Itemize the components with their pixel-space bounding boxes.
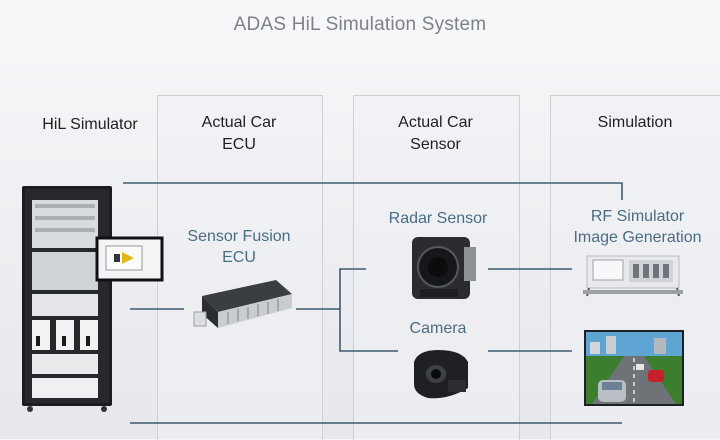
column-box-ecu	[157, 95, 323, 440]
ecu-unit-icon	[193, 280, 292, 328]
wire-top	[123, 182, 623, 200]
label-rf-simulator: RF Simulator Image Generation	[573, 208, 702, 246]
camera-icon	[414, 350, 468, 399]
label-radar-sensor: Radar Sensor	[388, 210, 488, 227]
hil-rack-icon	[22, 186, 164, 412]
driving-sim-screen-icon	[584, 330, 684, 406]
wire-sensor-bus	[339, 268, 398, 352]
label-camera: Camera	[409, 320, 467, 337]
heading-hil-simulator: HiL Simulator	[42, 116, 138, 133]
rf-simulator-icon	[583, 255, 683, 297]
radar-sensor-icon	[412, 237, 476, 299]
heading-actual-car-sensor: Actual Car Sensor	[398, 114, 473, 153]
label-sensor-fusion-ecu: Sensor Fusion ECU	[187, 228, 291, 266]
heading-actual-car-ecu: Actual Car ECU	[201, 114, 277, 153]
diagram-title: ADAS HiL Simulation System	[233, 14, 487, 35]
heading-simulation: Simulation	[597, 114, 673, 131]
